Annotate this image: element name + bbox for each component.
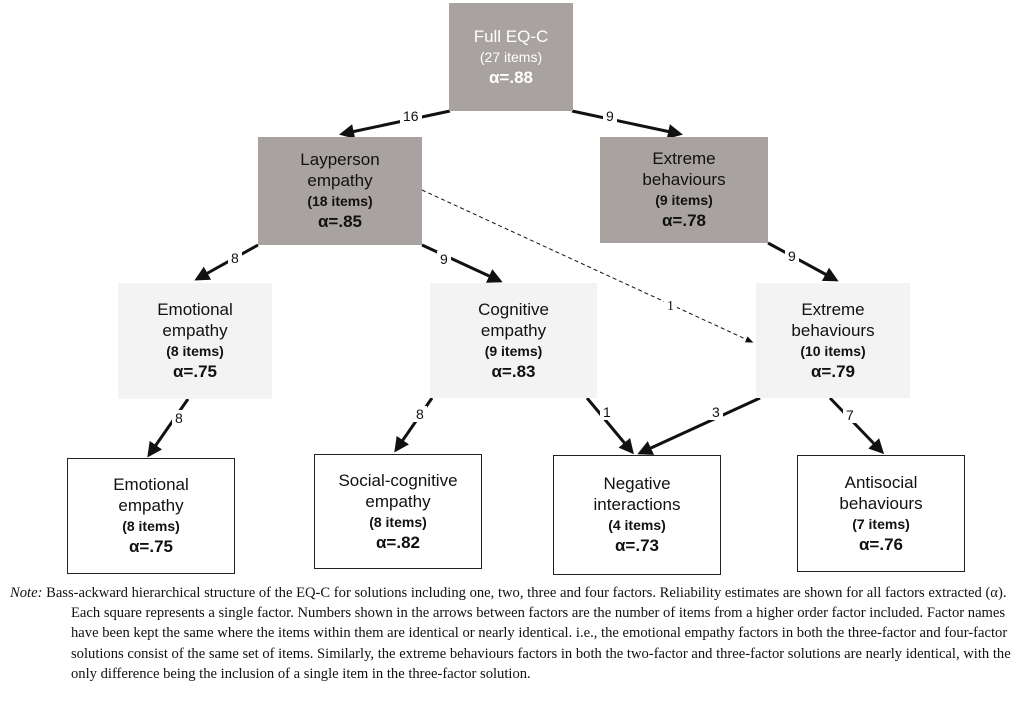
factor-items: (8 items) [166, 343, 224, 359]
edge-label-emotional3-emotional4: 8 [172, 410, 186, 426]
factor-name: Layperson empathy [300, 150, 380, 190]
factor-items: (27 items) [479, 48, 543, 65]
factor-alpha: α=.73 [614, 536, 659, 555]
factor-extreme-behaviours-2: Extreme behaviours (9 items) α=.78 [600, 137, 768, 243]
factor-full-eqc: Full EQ-C (27 items) α=.88 [449, 3, 573, 111]
arrow-layperson-emotional3 [194, 243, 259, 281]
arrow-layperson-extreme3-dashed [421, 189, 754, 343]
factor-name: Negative interactions [593, 474, 681, 514]
factor-name: Extreme behaviours [791, 299, 875, 340]
factor-alpha: α=.82 [375, 532, 420, 552]
factor-items: (9 items) [484, 342, 543, 359]
factor-name: Cognitive empathy [478, 299, 549, 340]
factor-name: Emotional empathy [113, 475, 189, 515]
factor-name: Full EQ-C [473, 26, 549, 46]
factor-items: (18 items) [307, 193, 373, 209]
note-text: Bass-ackward hierarchical structure of t… [46, 585, 1011, 682]
factor-hierarchy-diagram: 16 9 8 9 1 9 8 8 1 3 7 Full EQ-C (27 ite… [67, 3, 965, 575]
edge-label-extreme2-extreme3: 9 [785, 248, 799, 264]
arrow-extreme2-extreme3 [767, 241, 839, 282]
arrow-emotional3-emotional4 [147, 398, 190, 458]
edge-label-extreme3-negative4: 3 [709, 404, 723, 420]
factor-alpha: α=.83 [491, 361, 536, 381]
factor-name: Social-cognitive empathy [338, 470, 458, 511]
factor-name: Antisocial behaviours [839, 472, 923, 513]
arrow-layperson-cognitive3 [421, 243, 503, 283]
factor-name: Emotional empathy [157, 300, 233, 340]
factor-layperson-empathy: Layperson empathy (18 items) α=.85 [258, 137, 422, 245]
factor-emotional-empathy-4: Emotional empathy (8 items) α=.75 [67, 458, 235, 574]
arrow-extreme3-negative4 [637, 396, 761, 455]
arrow-extreme3-antisocial4 [828, 396, 885, 455]
factor-name: Extreme behaviours [642, 149, 726, 189]
edge-label-cognitive3-socialcog4: 8 [413, 406, 427, 422]
factor-social-cognitive-empathy-4: Social-cognitive empathy (8 items) α=.82 [314, 454, 482, 569]
factor-alpha: α=.85 [317, 212, 362, 231]
factor-negative-interactions-4: Negative interactions (4 items) α=.73 [553, 455, 721, 575]
factor-items: (10 items) [800, 342, 866, 359]
arrow-cognitive3-negative4 [585, 397, 634, 455]
factor-extreme-behaviours-3: Extreme behaviours (10 items) α=.79 [756, 283, 910, 398]
figure-note: Note: Bass-ackward hierarchical structur… [10, 583, 1016, 684]
factor-alpha: α=.75 [128, 537, 173, 556]
factor-alpha: α=.78 [661, 211, 706, 230]
note-label: Note: [10, 585, 43, 601]
arrow-full-extreme2 [571, 109, 683, 139]
factor-alpha: α=.88 [488, 67, 533, 87]
factor-cognitive-empathy-3: Cognitive empathy (9 items) α=.83 [430, 283, 597, 398]
edge-label-full-extreme2: 9 [603, 108, 617, 124]
arrow-full-layperson [339, 109, 451, 139]
factor-alpha: α=.79 [810, 361, 855, 381]
factor-items: (4 items) [608, 517, 666, 533]
factor-items: (7 items) [852, 515, 910, 532]
edge-label-cognitive3-negative4: 1 [600, 404, 614, 420]
factor-items: (8 items) [122, 518, 180, 534]
factor-items: (9 items) [655, 192, 713, 208]
factor-antisocial-behaviours-4: Antisocial behaviours (7 items) α=.76 [797, 455, 965, 572]
edge-label-layperson-cognitive3: 9 [437, 251, 451, 267]
edge-label-extreme3-antisocial4: 7 [843, 407, 857, 423]
factor-alpha: α=.75 [172, 362, 217, 381]
factor-emotional-empathy-3: Emotional empathy (8 items) α=.75 [118, 283, 272, 399]
edge-label-layperson-emotional3: 8 [228, 250, 242, 266]
arrows-layer [147, 109, 885, 458]
factor-items: (8 items) [369, 513, 427, 530]
factor-alpha: α=.76 [858, 534, 903, 554]
edge-label-layperson-extreme3: 1 [664, 299, 677, 315]
edge-label-full-layperson: 16 [400, 108, 422, 124]
